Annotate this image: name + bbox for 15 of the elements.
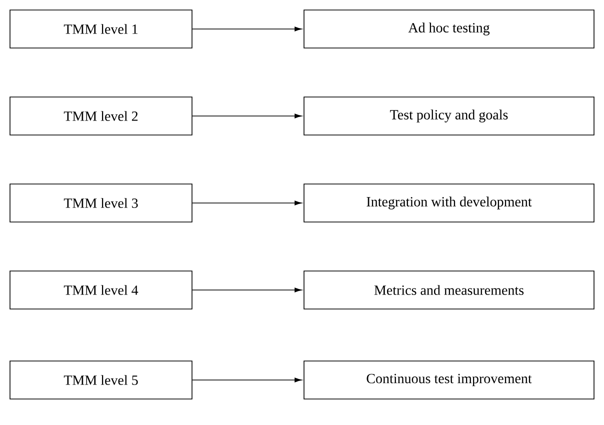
process-box: TMM level 1	[10, 10, 192, 48]
process-box: TMM level 3	[10, 184, 192, 222]
arrow	[192, 114, 302, 118]
arrow	[192, 26, 302, 32]
arrow	[192, 200, 302, 206]
process-box: TMM level 2	[10, 96, 192, 136]
process-box: TMM level 4	[10, 270, 192, 310]
arrow	[192, 378, 302, 382]
process-box: Continuous test improvement	[304, 360, 594, 400]
process-box: Test policy and goals	[304, 96, 594, 136]
process-box: TMM level 5	[10, 360, 192, 400]
process-box: Integration with development	[304, 184, 594, 222]
arrow	[192, 288, 302, 292]
process-box: Ad hoc testing	[304, 10, 594, 48]
process-box: Metrics and measurements	[304, 270, 594, 310]
